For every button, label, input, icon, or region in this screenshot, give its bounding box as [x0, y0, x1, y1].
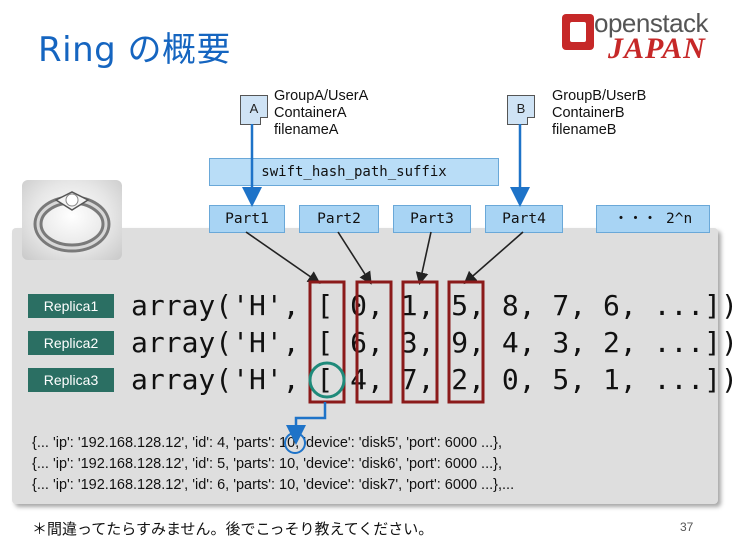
replica-2-array: array('H', [ 6, 3, 9, 4, 3, 2, ...]) — [131, 326, 738, 359]
logo-text-openstack: openstack — [594, 8, 709, 38]
arrow-part2-to-col1 — [337, 231, 372, 285]
replica-3-label: Replica3 — [28, 368, 114, 392]
slide-title: Ring の概要 — [38, 30, 232, 70]
part-1: Part1 — [209, 205, 285, 233]
group-a-meta: GroupA/UserA ContainerA filenameA — [274, 88, 368, 139]
device-id-circle — [284, 432, 306, 454]
column-2-highlight — [401, 280, 439, 404]
arrow-to-device-id — [286, 402, 327, 445]
column-3-highlight — [447, 280, 485, 404]
openstack-logo-icon — [562, 14, 594, 50]
replica-2-label: Replica2 — [28, 331, 114, 355]
logo-text-japan: JAPAN — [608, 32, 706, 65]
file-a-icon: A — [240, 95, 268, 125]
hash-path-suffix-bar: swift_hash_path_suffix — [209, 158, 499, 186]
group-a-container: ContainerA — [274, 105, 347, 121]
device-line-2: {... 'ip': '192.168.128.12', 'id': 5, 'p… — [32, 456, 503, 472]
column-0-highlight — [308, 280, 346, 404]
device-line-3: {... 'ip': '192.168.128.12', 'id': 6, 'p… — [32, 477, 515, 493]
group-b-user: GroupB/UserB — [552, 88, 647, 104]
page-number: 37 — [680, 520, 694, 534]
part-2: Part2 — [299, 205, 379, 233]
arrow-part1-to-col0 — [245, 231, 321, 284]
replica-3-array: array('H', [ 4, 7, 2, 0, 5, 1, ...]) — [131, 363, 738, 396]
part-2n: ・・・ 2^n — [596, 205, 710, 233]
group-a-filename: filenameA — [274, 122, 339, 138]
replica-1-array: array('H', [ 0, 1, 5, 8, 7, 6, ...]) — [131, 289, 738, 322]
arrow-part4-to-col3 — [463, 231, 524, 285]
column-1-highlight — [355, 280, 393, 404]
ring-photo — [22, 180, 122, 260]
group-a-user: GroupA/UserA — [274, 88, 369, 104]
group-b-container: ContainerB — [552, 105, 625, 121]
file-b-icon: B — [507, 95, 535, 125]
replica-1-label: Replica1 — [28, 294, 114, 318]
group-b-filename: filenameB — [552, 122, 617, 138]
footnote: ＊間違ってたらすみません。後でこっそり教えてください。 — [32, 520, 434, 538]
arrow-part3-to-col2 — [415, 231, 432, 286]
selected-id-circle — [308, 361, 346, 399]
part-4: Part4 — [485, 205, 563, 233]
part-3: Part3 — [393, 205, 471, 233]
group-b-meta: GroupB/UserB ContainerB filenameB — [552, 88, 646, 139]
